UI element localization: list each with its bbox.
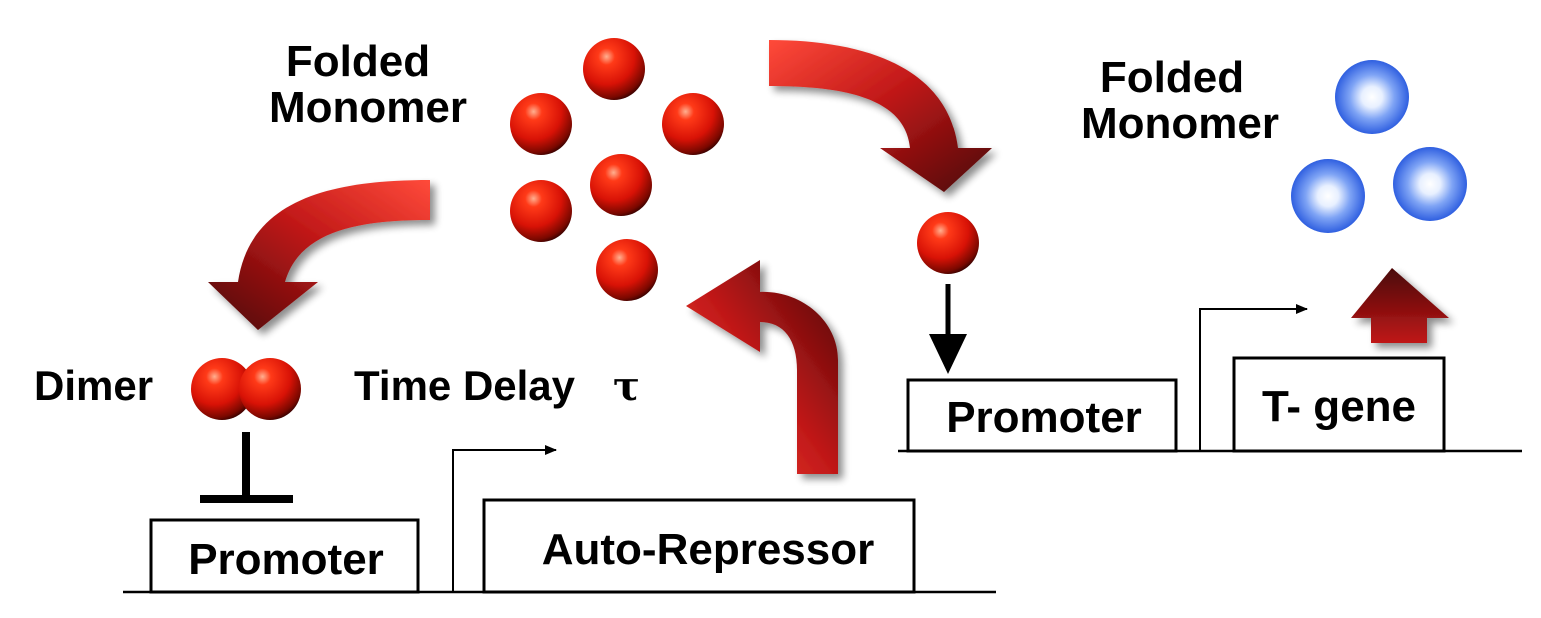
left-promoter-label: Promoter [188,535,384,584]
red-sphere-icon [191,358,253,420]
t-bar-inhibition-icon [200,432,293,503]
blue-sphere-icon [1335,60,1409,134]
blue-sphere-icon [1393,147,1467,221]
left-monomer-cluster [510,38,724,301]
right-promoter-box [906,378,1178,453]
right-monomer-cluster [1291,60,1467,233]
t-gene-box [1232,356,1446,453]
t-gene-label: T- gene [1262,382,1416,431]
right-promoter-label: Promoter [946,393,1142,442]
time-delay-label: Time Delay [354,362,576,409]
right-monomer-label: Monomer [1081,99,1279,148]
red-sphere-icon [917,212,979,274]
left-folded-label: Folded [286,37,430,86]
expression-arrow-icon [686,260,838,474]
transfer-arrow-icon [769,40,992,192]
auto-repressor-gene-box [482,498,916,594]
activation-arrow-icon [929,284,967,374]
red-sphere-icon [590,154,652,216]
tau-symbol: τ [613,363,640,410]
bent-arrow-icon [1199,304,1308,451]
red-sphere-icon [239,358,301,420]
red-sphere-icon [662,93,724,155]
right-folded-label: Folded [1100,53,1244,102]
red-sphere-icon [510,180,572,242]
left-monomer-label: Monomer [269,83,467,132]
dimer-label: Dimer [34,362,153,409]
left-promoter-box [149,518,420,594]
auto-repressor-gene-label: Auto-Repressor [542,525,875,574]
bent-arrow-icon [452,445,557,592]
red-sphere-icon [596,239,658,301]
red-sphere-icon [510,93,572,155]
expression-up-arrow-icon [1351,268,1449,343]
blue-sphere-icon [1291,159,1365,233]
dimerization-arrow-icon [208,180,430,330]
dimer-icon [191,358,301,420]
red-sphere-icon [583,38,645,100]
